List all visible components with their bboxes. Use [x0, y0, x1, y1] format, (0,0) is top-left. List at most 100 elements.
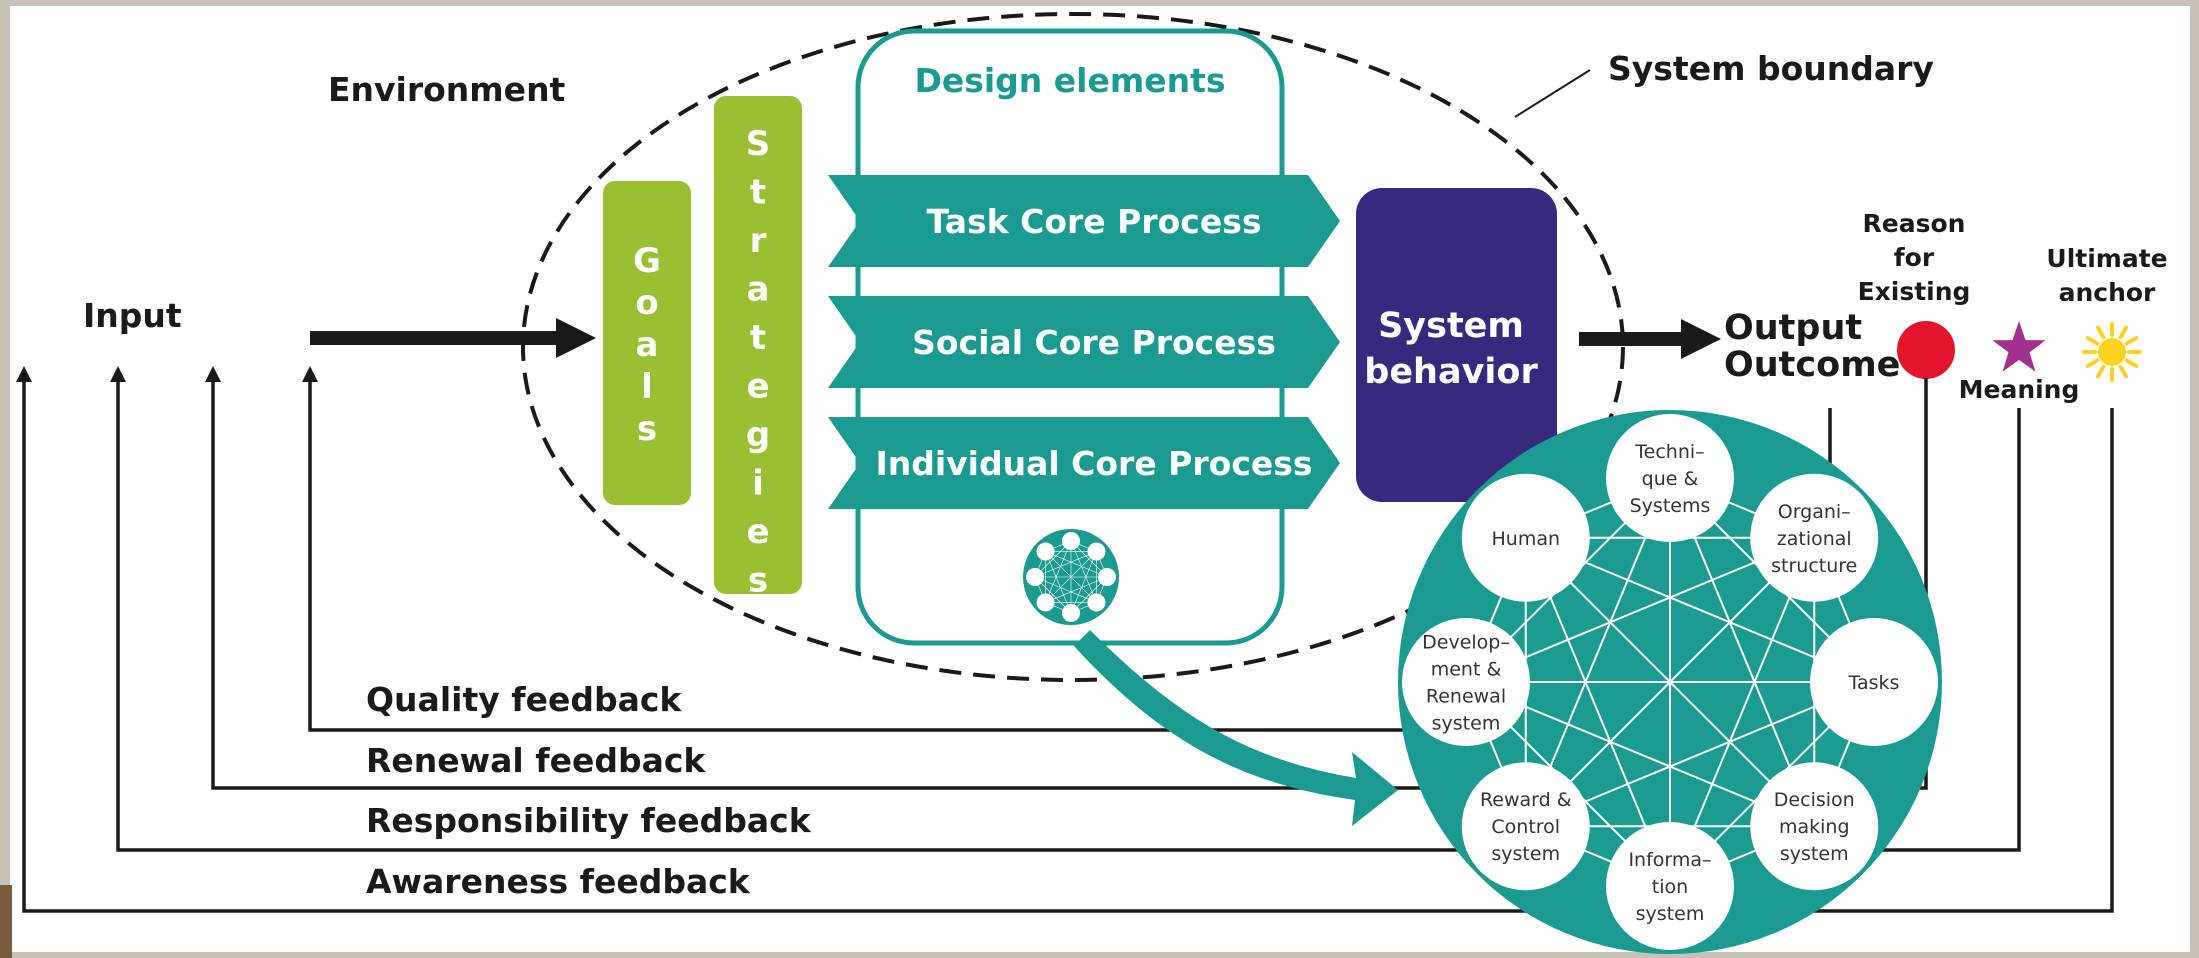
system-boundary-label: System boundary: [1608, 49, 1934, 88]
network-thumbnail-icon: [1023, 529, 1119, 625]
network-node-circle: [1750, 762, 1879, 891]
network-node-circle: [1461, 473, 1590, 602]
network-node-label: Organi–: [1778, 501, 1851, 523]
strategies-letter: i: [752, 464, 764, 504]
ultimate-anchor-line-2: anchor: [2059, 278, 2156, 307]
ultimate-anchor-line-1: Ultimate: [2046, 244, 2167, 273]
network-node-label: Develop–: [1422, 632, 1510, 654]
quality-arrowhead: [302, 366, 318, 382]
core-process-label: Individual Core Process: [875, 444, 1312, 483]
network-node-label: tion: [1652, 876, 1688, 898]
network-node-label: structure: [1771, 555, 1857, 577]
network-node-label: Reward &: [1480, 789, 1572, 811]
strategies-letter: t: [750, 318, 766, 358]
awareness-feedback-label: Awareness feedback: [366, 862, 751, 901]
strategies-bar: [714, 96, 802, 594]
strategies-letter: e: [746, 512, 769, 552]
quality-feedback-label: Quality feedback: [366, 680, 682, 719]
core-process-label: Task Core Process: [927, 202, 1262, 241]
network-node-label: Human: [1491, 528, 1560, 550]
network-node-circle: [1461, 762, 1590, 891]
network-node-label: Decision: [1774, 789, 1855, 811]
network-node-label: making: [1779, 816, 1850, 838]
network-node: Tasks: [1810, 618, 1938, 746]
network-node: Decision making system: [1750, 762, 1879, 891]
responsibility-feedback-label: Responsibility feedback: [366, 801, 812, 840]
network-node-label: Techni–: [1634, 441, 1704, 463]
input-label: Input: [83, 296, 182, 335]
network-node-circle: [1810, 618, 1938, 746]
output-label-line-1: Output: [1724, 308, 1862, 348]
reason-line-3: Existing: [1858, 277, 1971, 306]
goals-letter: l: [641, 367, 653, 407]
corner-decoration: [0, 885, 12, 958]
renewal-feedback-line: [211, 372, 1928, 790]
zoom-arrow: [1074, 630, 1398, 826]
strategies-letter: e: [746, 367, 769, 407]
output-label-line-2: Outcome: [1724, 345, 1900, 385]
core-process-label: Social Core Process: [912, 323, 1276, 362]
renewal-arrowhead: [205, 366, 221, 382]
system-behavior-line-1: System: [1378, 306, 1524, 346]
environment-label: Environment: [328, 70, 566, 109]
goals-letter: G: [633, 241, 661, 281]
system-boundary-pointer: [1514, 69, 1591, 118]
reason-line-1: Reason: [1863, 209, 1966, 238]
system-behavior-line-2: behavior: [1364, 352, 1538, 392]
network-node: Organi– zational structure: [1750, 473, 1879, 602]
sun-icon: [2082, 322, 2142, 382]
network-node-circle: [1750, 473, 1879, 602]
network-node: Human: [1461, 473, 1590, 602]
strategies-letter: a: [747, 270, 770, 310]
responsibility-feedback-line: [116, 372, 2021, 852]
network-node-circle: [1606, 822, 1734, 950]
output-arrow: [1579, 319, 1721, 359]
responsibility-arrowhead: [110, 366, 126, 382]
network-node-circle: [1606, 414, 1734, 542]
network-node: Techni– que & Systems: [1606, 414, 1734, 542]
input-arrow: [310, 318, 596, 358]
goals-letter: s: [637, 409, 657, 449]
strategies-letter: S: [746, 124, 771, 164]
network-node-label: ment &: [1431, 659, 1502, 681]
network-node-label: system: [1432, 713, 1501, 735]
network-node: Reward & Control system: [1461, 762, 1590, 891]
reason-line-2: for: [1894, 243, 1935, 272]
network-node-label: Tasks: [1848, 672, 1900, 694]
reason-circle-icon: [1897, 321, 1955, 379]
strategies-letter: g: [746, 415, 770, 455]
goals-letter: o: [635, 283, 658, 323]
network-node-circle: [1402, 618, 1530, 746]
network-node: Informa– tion system: [1606, 822, 1734, 950]
core-process-chevron: [828, 296, 1340, 388]
network-node-label: system: [1780, 843, 1849, 865]
goals-bar: [603, 181, 691, 505]
core-process-chevron: [828, 417, 1340, 509]
design-elements-title: Design elements: [914, 61, 1225, 100]
core-process-chevron: [828, 175, 1340, 267]
network-node-label: Control: [1491, 816, 1560, 838]
strategies-letter: t: [750, 173, 766, 213]
goals-letter: a: [636, 325, 659, 365]
network-node-label: que &: [1642, 468, 1699, 490]
network-node-label: zational: [1777, 528, 1852, 550]
awareness-feedback-line: [22, 372, 2114, 913]
network-node-label: Informa–: [1628, 849, 1711, 871]
feedback-arrowheads: [16, 366, 318, 382]
awareness-arrowhead: [16, 366, 32, 382]
renewal-feedback-label: Renewal feedback: [366, 741, 706, 780]
meaning-label: Meaning: [1959, 375, 2080, 404]
system-behavior-box: [1356, 188, 1557, 502]
network-node-label: Systems: [1630, 495, 1711, 517]
strategies-letter: s: [748, 561, 768, 601]
network-node-label: system: [1636, 903, 1705, 925]
meaning-star-icon: [1992, 321, 2046, 372]
network-nodes: Techni– que & Systems Organi– zational struct…: [1402, 414, 1938, 950]
network-node-label: system: [1491, 843, 1560, 865]
